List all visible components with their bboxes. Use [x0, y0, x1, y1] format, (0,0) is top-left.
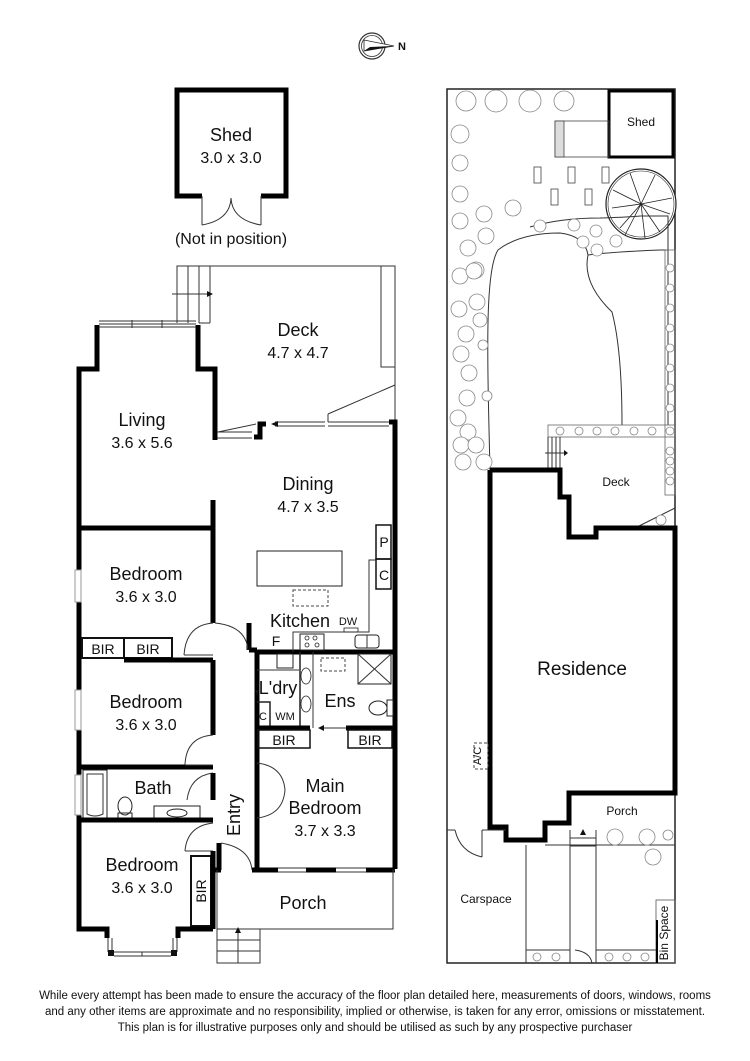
- fridge-label: F: [272, 633, 281, 649]
- residence-label: Residence: [537, 659, 627, 680]
- living-dims: 3.6 x 5.6: [111, 435, 172, 452]
- bedroom2-dims: 3.6 x 3.0: [115, 717, 176, 734]
- site-porch-label: Porch: [606, 804, 637, 818]
- site-shed-label: Shed: [627, 115, 655, 129]
- site-plan: Shed Deck Residence A/: [446, 88, 678, 964]
- laundry-name: L'dry: [259, 678, 297, 698]
- disclaimer: While every attempt has been made to ens…: [0, 988, 750, 1036]
- house-walls: [74, 320, 398, 964]
- disclaimer-line-3: This plan is for illustrative purposes o…: [117, 1022, 633, 1034]
- deck: Deck 4.7 x 4.7: [172, 265, 396, 422]
- bedroom2-name: Bedroom: [109, 692, 182, 712]
- washing-machine-label: WM: [275, 711, 295, 723]
- living-name: Living: [118, 410, 165, 430]
- dining-name: Dining: [282, 474, 333, 494]
- services-fixtures: [255, 652, 395, 749]
- kitchen-name: Kitchen: [270, 611, 330, 631]
- dining-dims: 4.7 x 3.5: [277, 499, 338, 516]
- laundry-cupboard-label: C: [259, 711, 267, 723]
- cupboard-label: C: [379, 567, 389, 583]
- main-bedroom-dims: 3.7 x 3.3: [294, 823, 355, 840]
- bir-label-3: BIR: [272, 732, 295, 748]
- porch-name: Porch: [279, 893, 326, 913]
- ac-label: A/C: [472, 747, 484, 765]
- bin-space-label: Bin Space: [657, 905, 671, 960]
- main-bedroom-name-2: Bedroom: [288, 798, 361, 818]
- bedroom1-dims: 3.6 x 3.0: [115, 589, 176, 606]
- site-deck-label: Deck: [602, 475, 630, 489]
- entry-name: Entry: [224, 794, 244, 836]
- bedroom3-dims: 3.6 x 3.0: [111, 880, 172, 897]
- pantry-label: P: [379, 534, 388, 550]
- deck-name: Deck: [277, 320, 319, 340]
- bedroom1-name: Bedroom: [109, 564, 182, 584]
- shed-note: (Not in position): [175, 231, 287, 248]
- bir-label-1: BIR: [91, 641, 114, 657]
- deck-dims: 4.7 x 4.7: [267, 345, 328, 362]
- compass-north-icon: N: [358, 32, 406, 60]
- main-bedroom-name-1: Main: [305, 776, 344, 796]
- compass-label: N: [398, 41, 406, 53]
- kitchen-fixtures: [249, 524, 392, 653]
- bir-label-2: BIR: [136, 641, 159, 657]
- dishwasher-label: DW: [339, 616, 358, 628]
- shed-name: Shed: [210, 125, 252, 145]
- bath-name: Bath: [134, 778, 171, 798]
- bir-label-4: BIR: [358, 732, 381, 748]
- disclaimer-line-2: and any other items are approximate and …: [44, 1006, 706, 1018]
- carspace-label: Carspace: [460, 892, 512, 906]
- bedroom3-name: Bedroom: [105, 855, 178, 875]
- bir-label-5: BIR: [193, 879, 209, 902]
- tree-icons: [449, 89, 675, 962]
- room-labels: Living 3.6 x 5.6 Dining 4.7 x 3.5 Bedroo…: [91, 410, 389, 913]
- shed: Shed 3.0 x 3.0 (Not in position): [174, 87, 289, 248]
- large-tree-icon: [605, 168, 677, 240]
- disclaimer-line-1: While every attempt has been made to ens…: [39, 990, 711, 1002]
- shed-dims: 3.0 x 3.0: [200, 150, 261, 167]
- ensuite-name: Ens: [324, 691, 355, 711]
